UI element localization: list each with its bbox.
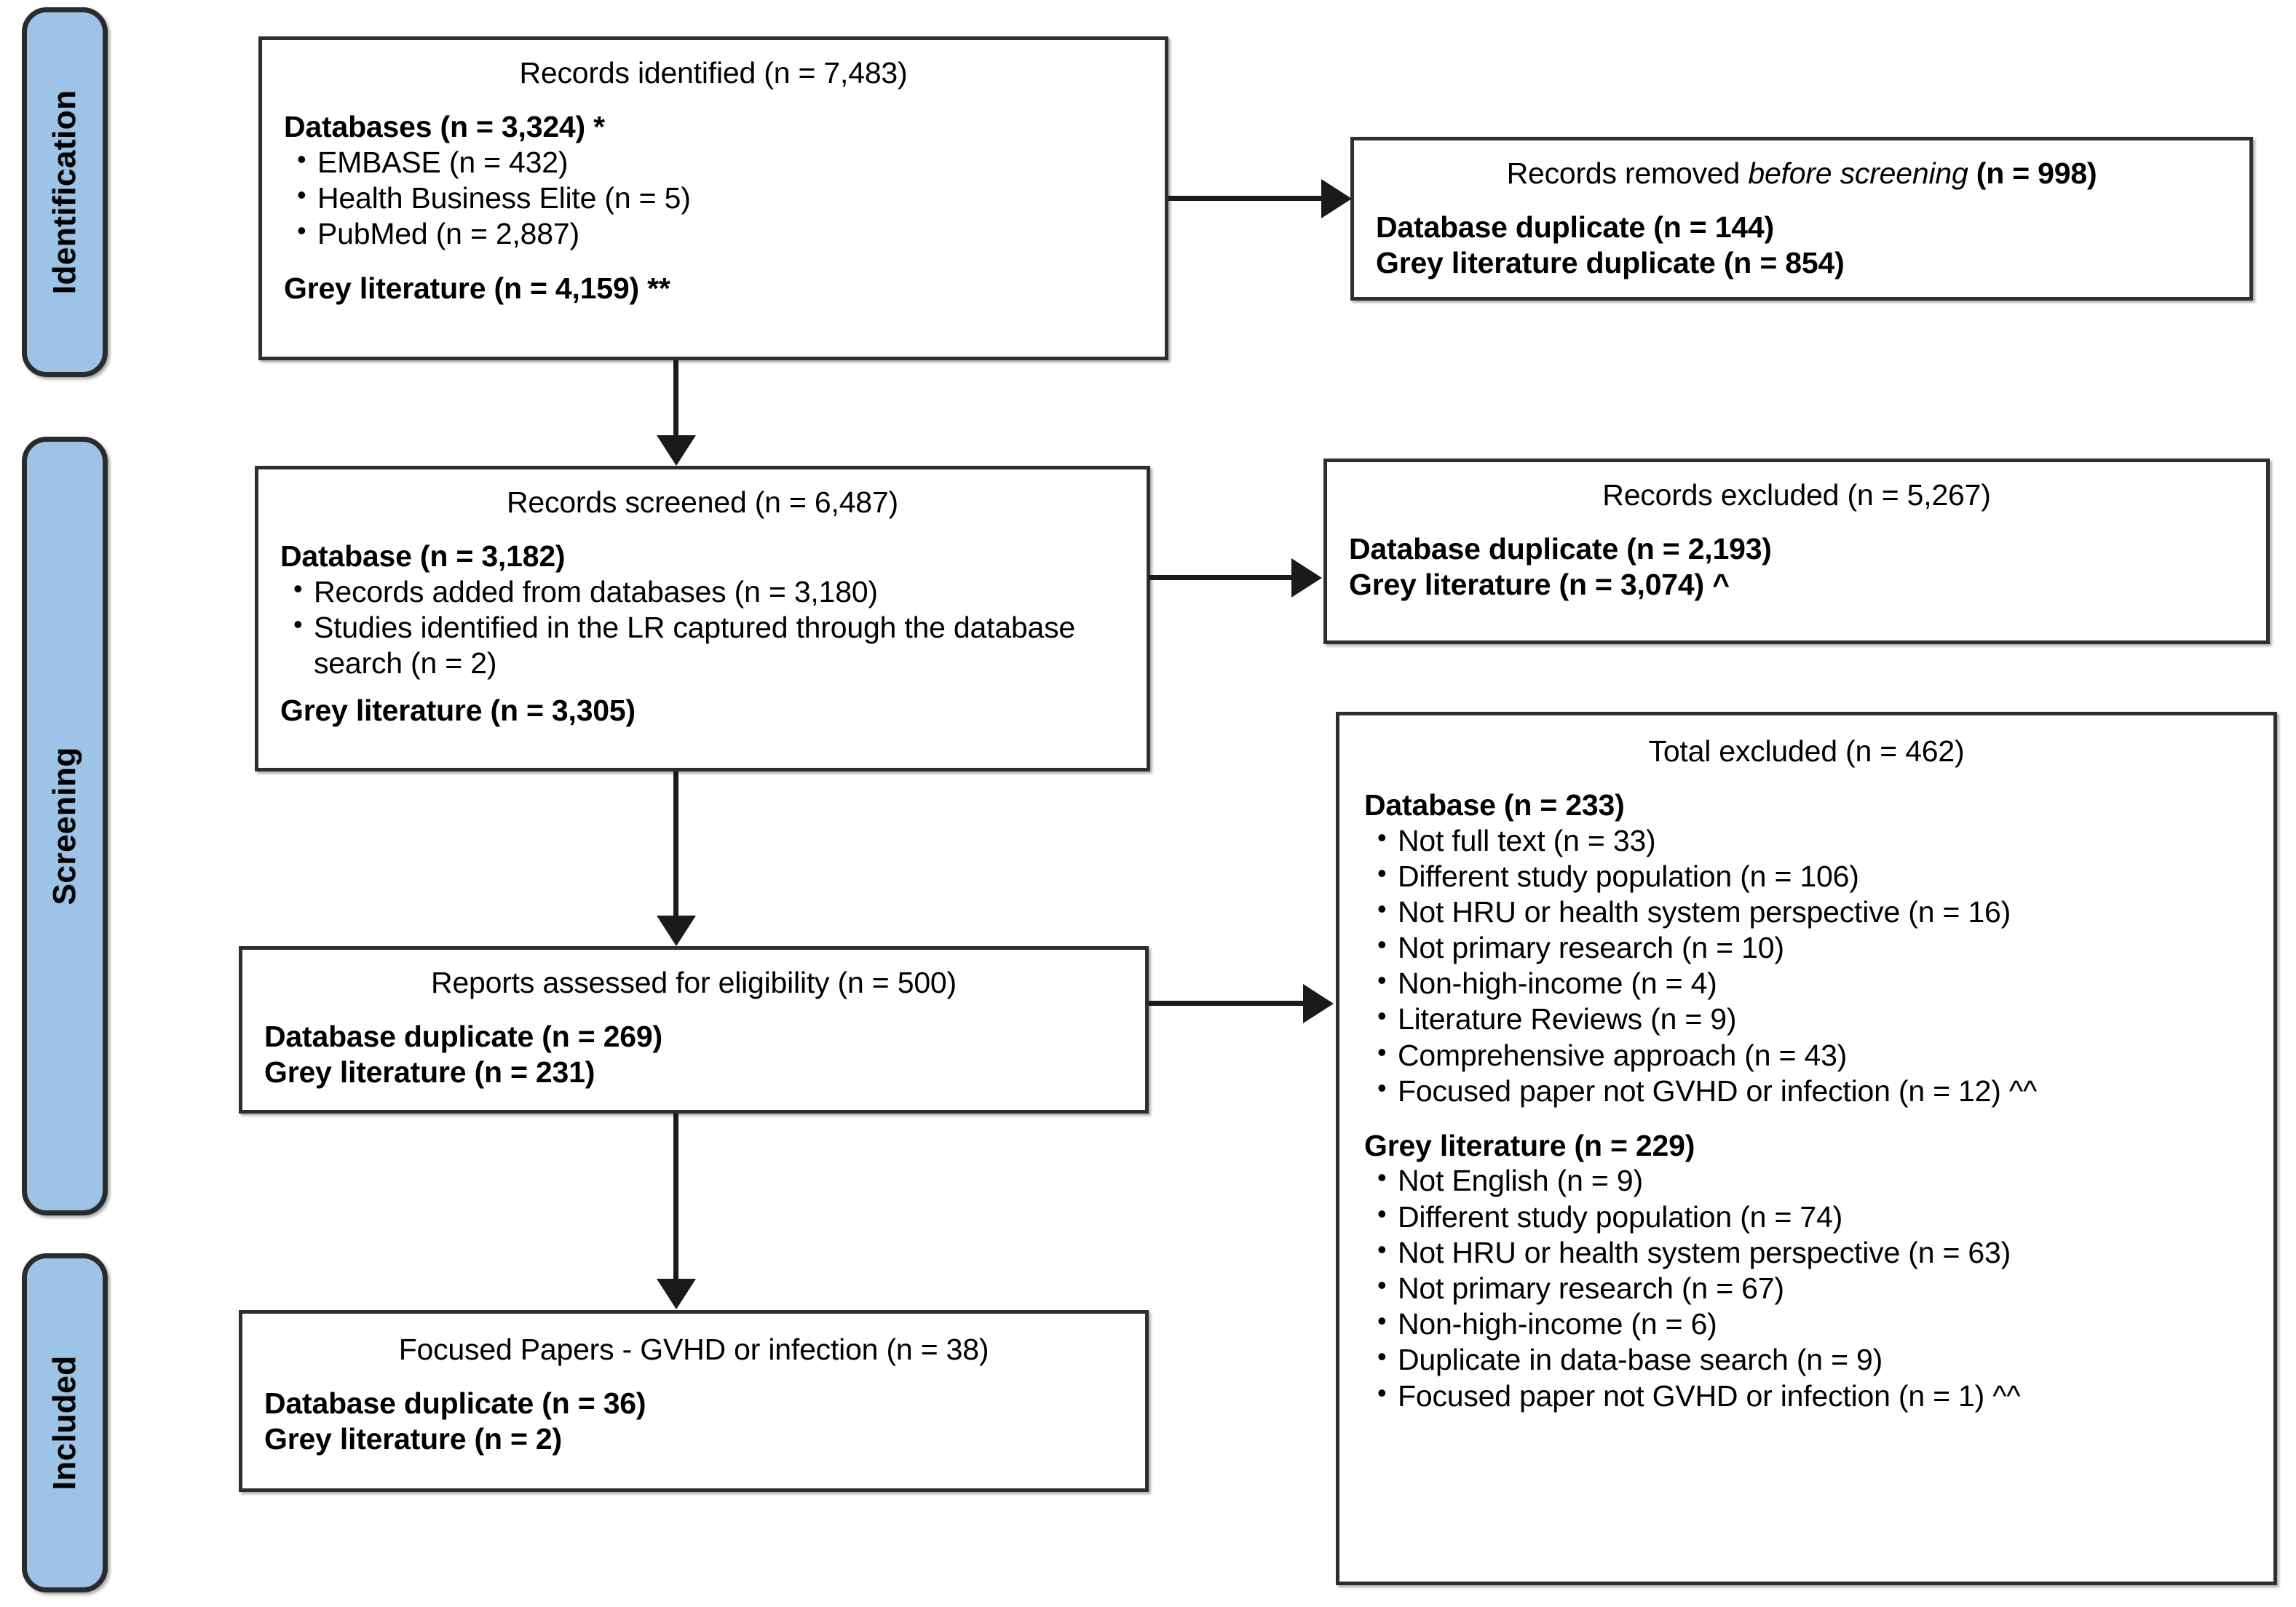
focused-papers-line-2-text: Grey literature (n = 2) — [264, 1421, 562, 1456]
total-excluded-database-list: Not full text (n = 33) Different study p… — [1364, 822, 2249, 1110]
list-item: Not English (n = 9) — [1364, 1162, 2249, 1199]
box-records-identified: Records identified (n = 7,483) Databases… — [258, 36, 1168, 360]
records-screened-grey-line: Grey literature (n = 3,305) — [280, 693, 1125, 728]
box-reports-assessed: Reports assessed for eligibility (n = 50… — [239, 946, 1149, 1114]
list-item: Not HRU or health system perspective (n … — [1364, 1234, 2249, 1271]
connector-identified-to-screened — [673, 360, 678, 437]
records-removed-line-1-text: Database duplicate (n = 144) — [1376, 210, 1774, 245]
box-records-excluded: Records excluded (n = 5,267) Database du… — [1323, 459, 2270, 644]
records-excluded-line-1-text: Database duplicate (n = 2,193) — [1349, 532, 1772, 566]
box-total-excluded: Total excluded (n = 462) Database (n = 2… — [1336, 712, 2277, 1585]
stage-tab-included-label: Included — [47, 1355, 82, 1491]
total-excluded-title: Total excluded (n = 462) — [1648, 734, 1965, 768]
list-item: Different study population (n = 106) — [1364, 857, 2249, 894]
list-item: Literature Reviews (n = 9) — [1364, 1000, 2249, 1037]
focused-papers-line-1-text: Database duplicate (n = 36) — [264, 1386, 646, 1421]
connector-assessed-to-focused — [673, 1114, 678, 1281]
arrow-right-icon-identified-to-removed — [1321, 179, 1352, 218]
records-removed-title-prefix: Records removed — [1506, 156, 1749, 190]
arrow-down-icon-screened-to-assessed — [657, 916, 696, 946]
total-excluded-database-heading-text: Database (n = 233) — [1364, 788, 1625, 822]
total-excluded-grey-heading-text: Grey literature (n = 229) — [1364, 1129, 1695, 1163]
list-item: Studies identified in the LR captured th… — [280, 608, 1125, 681]
list-item: Health Business Elite (n = 5) — [284, 179, 1143, 216]
records-identified-databases-heading: Databases (n = 3,324) * — [284, 109, 1143, 144]
records-excluded-line-1: Database duplicate (n = 2,193) — [1349, 531, 2244, 566]
records-screened-database-heading: Database (n = 3,182) — [280, 539, 1125, 574]
reports-assessed-line-2: Grey literature (n = 231) — [264, 1055, 1123, 1090]
list-item: PubMed (n = 2,887) — [284, 215, 1143, 252]
records-removed-line-1: Database duplicate (n = 144) — [1376, 210, 2228, 245]
connector-screened-to-assessed — [673, 771, 678, 917]
records-screened-title: Records screened (n = 6,487) — [507, 485, 898, 519]
records-removed-title: Records removed before screening (n = 99… — [1376, 156, 2228, 191]
box-records-removed: Records removed before screening (n = 99… — [1350, 137, 2253, 301]
connector-screened-to-excluded — [1149, 575, 1294, 580]
stage-tab-identification-label: Identification — [47, 90, 82, 295]
records-removed-line-2: Grey literature duplicate (n = 854) — [1376, 245, 2228, 280]
list-item: Non-high-income (n = 6) — [1364, 1305, 2249, 1342]
total-excluded-grey-list: Not English (n = 9) Different study popu… — [1364, 1162, 2249, 1414]
arrow-down-icon-identified-to-screened — [657, 435, 696, 466]
stage-tab-included[interactable]: Included — [22, 1253, 108, 1592]
list-item: Not primary research (n = 67) — [1364, 1269, 2249, 1306]
connector-identified-to-removed — [1168, 196, 1325, 201]
box-focused-papers: Focused Papers - GVHD or infection (n = … — [239, 1310, 1149, 1492]
list-item: Focused paper not GVHD or infection (n =… — [1364, 1072, 2249, 1109]
records-removed-line-2-text: Grey literature duplicate (n = 854) — [1376, 245, 1845, 279]
grey-line-text: Grey literature (n = 4,159) ** — [284, 271, 670, 306]
stage-tab-screening-label: Screening — [47, 747, 82, 905]
records-excluded-line-2: Grey literature (n = 3,074) ^ — [1349, 567, 2244, 602]
total-excluded-grey-heading: Grey literature (n = 229) — [1364, 1128, 2249, 1163]
list-item: EMBASE (n = 432) — [284, 143, 1143, 180]
list-item: Non-high-income (n = 4) — [1364, 964, 2249, 1001]
list-item: Duplicate in data-base search (n = 9) — [1364, 1341, 2249, 1378]
focused-papers-title: Focused Papers - GVHD or infection (n = … — [398, 1333, 989, 1366]
reports-assessed-line-1-text: Database duplicate (n = 269) — [264, 1020, 662, 1054]
connector-assessed-to-total-excluded — [1149, 1001, 1305, 1006]
records-screened-grey-line-text: Grey literature (n = 3,305) — [280, 694, 636, 728]
databases-heading-text: Databases (n = 3,324) * — [284, 110, 605, 144]
list-item: Not HRU or health system perspective (n … — [1364, 893, 2249, 930]
focused-papers-line-2: Grey literature (n = 2) — [264, 1421, 1123, 1456]
records-identified-database-list: EMBASE (n = 432) Health Business Elite (… — [284, 143, 1143, 253]
list-item: Records added from databases (n = 3,180) — [280, 573, 1125, 610]
box-records-screened: Records screened (n = 6,487) Database (n… — [255, 466, 1150, 771]
list-item: Comprehensive approach (n = 43) — [1364, 1036, 2249, 1074]
list-item: Focused paper not GVHD or infection (n =… — [1364, 1377, 2249, 1414]
records-removed-title-suffix: (n = 998) — [1968, 156, 2097, 190]
records-identified-grey-line: Grey literature (n = 4,159) ** — [284, 271, 1143, 306]
total-excluded-database-heading: Database (n = 233) — [1364, 787, 2249, 822]
arrow-right-icon-assessed-to-total-excluded — [1303, 984, 1334, 1023]
focused-papers-line-1: Database duplicate (n = 36) — [264, 1386, 1123, 1421]
list-item: Not primary research (n = 10) — [1364, 929, 2249, 966]
records-excluded-title: Records excluded (n = 5,267) — [1602, 478, 1991, 512]
records-identified-title: Records identified (n = 7,483) — [519, 56, 908, 90]
records-screened-database-list: Records added from databases (n = 3,180)… — [280, 573, 1125, 682]
arrow-down-icon-assessed-to-focused — [657, 1279, 696, 1309]
arrow-right-icon-screened-to-excluded — [1291, 558, 1322, 598]
records-screened-database-heading-text: Database (n = 3,182) — [280, 539, 566, 574]
list-item: Not full text (n = 33) — [1364, 822, 2249, 859]
stage-tab-screening[interactable]: Screening — [22, 437, 108, 1215]
records-removed-title-italic: before screening — [1748, 156, 1968, 190]
list-item: Different study population (n = 74) — [1364, 1198, 2249, 1235]
records-excluded-line-2-text: Grey literature (n = 3,074) ^ — [1349, 567, 1730, 601]
reports-assessed-line-1: Database duplicate (n = 269) — [264, 1019, 1123, 1054]
reports-assessed-title: Reports assessed for eligibility (n = 50… — [431, 966, 957, 999]
stage-tab-identification[interactable]: Identification — [22, 7, 108, 377]
reports-assessed-line-2-text: Grey literature (n = 231) — [264, 1055, 595, 1089]
